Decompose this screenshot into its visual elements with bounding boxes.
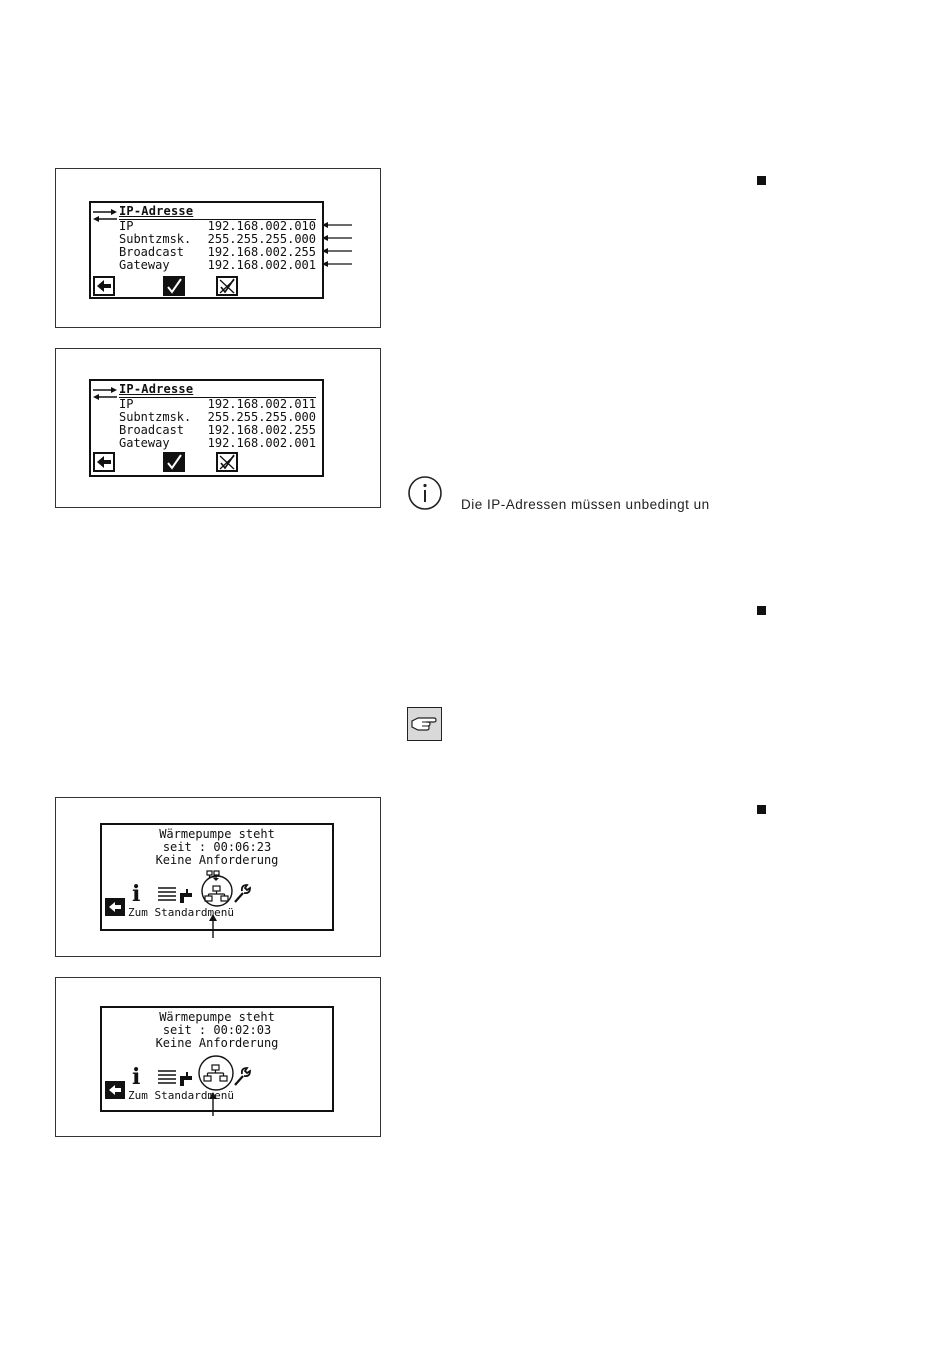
pointer-arrows-icon <box>322 222 352 267</box>
nav-arrows-icon <box>93 209 117 222</box>
heating-menu-icon[interactable] <box>156 885 178 905</box>
pointing-hand-icon <box>411 717 437 731</box>
ip-address-screen: IP-Adresse IP 192.168.002.010 Subntzmsk.… <box>89 201 324 299</box>
square-bullet <box>757 176 766 185</box>
back-button[interactable] <box>105 1081 125 1099</box>
row-value[interactable]: 192.168.002.011 <box>207 397 316 411</box>
row-value[interactable]: 192.168.002.255 <box>207 245 316 259</box>
status-request: Keine Anforderung <box>155 853 279 867</box>
checkmark-icon <box>167 278 182 294</box>
status-line: Wärmepumpe steht <box>159 1010 275 1024</box>
back-button[interactable] <box>105 898 125 916</box>
main-screen: Wärmepumpe steht seit : 00:02:03 Keine A… <box>100 1006 334 1112</box>
info-note-text: Die IP-Adressen müssen unbedingt un <box>461 497 710 512</box>
cancel-check-icon <box>219 454 235 470</box>
back-button[interactable] <box>93 276 115 296</box>
heating-menu-icon[interactable] <box>156 1068 178 1088</box>
wrench-icon[interactable] <box>232 1066 252 1088</box>
back-button[interactable] <box>93 452 115 472</box>
row-label: Broadcast <box>119 423 185 437</box>
screen-title: IP-Adresse <box>119 204 194 218</box>
footer-label: Zum Standardmenü <box>128 906 234 919</box>
row-label: Gateway <box>119 436 170 450</box>
info-menu-icon[interactable]: i <box>132 881 141 907</box>
broadcast-row[interactable]: Broadcast 192.168.002.255 <box>119 424 316 437</box>
info-icon <box>408 476 442 510</box>
row-label: Broadcast <box>119 245 185 259</box>
cancel-check-icon <box>219 278 235 294</box>
wrench-icon[interactable] <box>232 883 252 905</box>
ip-address-screen: IP-Adresse IP 192.168.002.011 Subntzmsk.… <box>89 379 324 477</box>
confirm-button[interactable] <box>163 276 185 296</box>
square-bullet <box>757 606 766 615</box>
checkmark-icon <box>167 454 182 470</box>
hot-water-tap-icon[interactable] <box>178 1070 198 1088</box>
ip-row[interactable]: IP 192.168.002.010 <box>119 220 316 233</box>
row-value[interactable]: 192.168.002.010 <box>207 219 316 233</box>
footer-label: Zum Standardmenü <box>128 1089 234 1102</box>
title-underline <box>119 219 316 220</box>
row-label: Subntzmsk. <box>119 232 192 246</box>
status-time: seit : 00:02:03 <box>162 1023 272 1037</box>
status-figure-2: Wärmepumpe steht seit : 00:02:03 Keine A… <box>55 977 381 1137</box>
broadcast-row[interactable]: Broadcast 192.168.002.255 <box>119 246 316 259</box>
cancel-button[interactable] <box>216 452 238 472</box>
ip-address-figure-1: IP-Adresse IP 192.168.002.010 Subntzmsk.… <box>55 168 381 328</box>
screen-title: IP-Adresse <box>119 382 194 396</box>
ip-row[interactable]: IP 192.168.002.011 <box>119 398 316 411</box>
nav-arrows-icon <box>93 387 117 400</box>
square-bullet <box>757 805 766 814</box>
cancel-button[interactable] <box>216 276 238 296</box>
ip-address-figure-2: IP-Adresse IP 192.168.002.011 Subntzmsk.… <box>55 348 381 508</box>
row-label: Gateway <box>119 258 170 272</box>
back-arrow-icon <box>97 280 111 292</box>
pointer-arrow-icon <box>209 1092 217 1116</box>
row-value[interactable]: 255.255.255.000 <box>207 410 316 424</box>
row-value[interactable]: 192.168.002.255 <box>207 423 316 437</box>
network-icon[interactable] <box>196 1053 236 1093</box>
status-line: Wärmepumpe steht <box>159 827 275 841</box>
row-value[interactable]: 255.255.255.000 <box>207 232 316 246</box>
status-figure-1: Wärmepumpe steht seit : 00:06:23 Keine A… <box>55 797 381 957</box>
network-icon[interactable] <box>198 869 236 909</box>
main-screen: Wärmepumpe steht seit : 00:06:23 Keine A… <box>100 823 334 931</box>
title-underline <box>119 397 316 398</box>
hint-box <box>407 707 442 741</box>
row-label: IP <box>119 219 134 233</box>
status-request: Keine Anforderung <box>155 1036 279 1050</box>
confirm-button[interactable] <box>163 452 185 472</box>
back-arrow-icon <box>97 456 111 468</box>
row-value[interactable]: 192.168.002.001 <box>207 258 316 272</box>
gateway-row[interactable]: Gateway 192.168.002.001 <box>119 437 316 450</box>
back-arrow-icon <box>109 1085 121 1095</box>
row-value[interactable]: 192.168.002.001 <box>207 436 316 450</box>
row-label: IP <box>119 397 134 411</box>
pointer-arrow-icon <box>209 914 217 938</box>
row-label: Subntzmsk. <box>119 410 192 424</box>
back-arrow-icon <box>109 902 121 912</box>
hot-water-tap-icon[interactable] <box>178 887 198 905</box>
gateway-row[interactable]: Gateway 192.168.002.001 <box>119 259 316 272</box>
subnetmask-row[interactable]: Subntzmsk. 255.255.255.000 <box>119 411 316 424</box>
status-time: seit : 00:06:23 <box>162 840 272 854</box>
info-menu-icon[interactable]: i <box>132 1064 141 1090</box>
subnetmask-row[interactable]: Subntzmsk. 255.255.255.000 <box>119 233 316 246</box>
